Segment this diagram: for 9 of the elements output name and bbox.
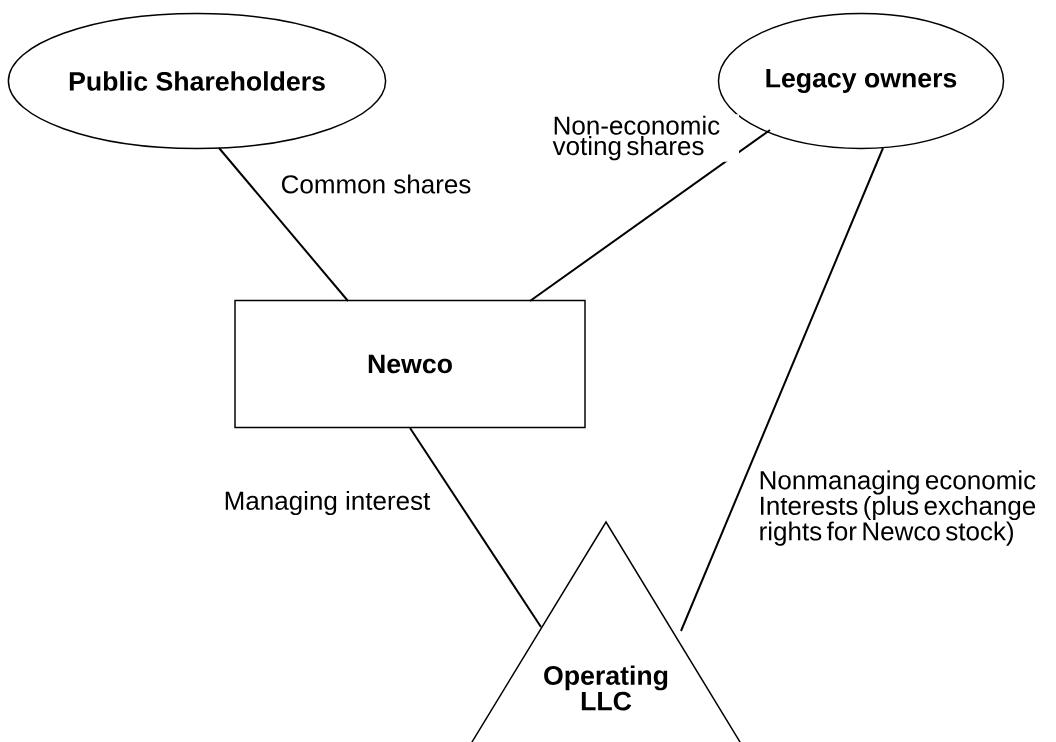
edge-label: Managing interest [222,489,432,517]
edge-label: Nonmanaging economic Interests (plus exchange rights for Newco stock) [757,469,1052,547]
connector-line [680,147,884,632]
edge-label: Non-economic voting shares [551,114,739,162]
connector-line [409,427,542,628]
entity-box: Newco [234,299,586,429]
edge-label: Common shares [279,173,473,195]
connector-line [529,129,771,302]
connector-line [218,147,349,302]
